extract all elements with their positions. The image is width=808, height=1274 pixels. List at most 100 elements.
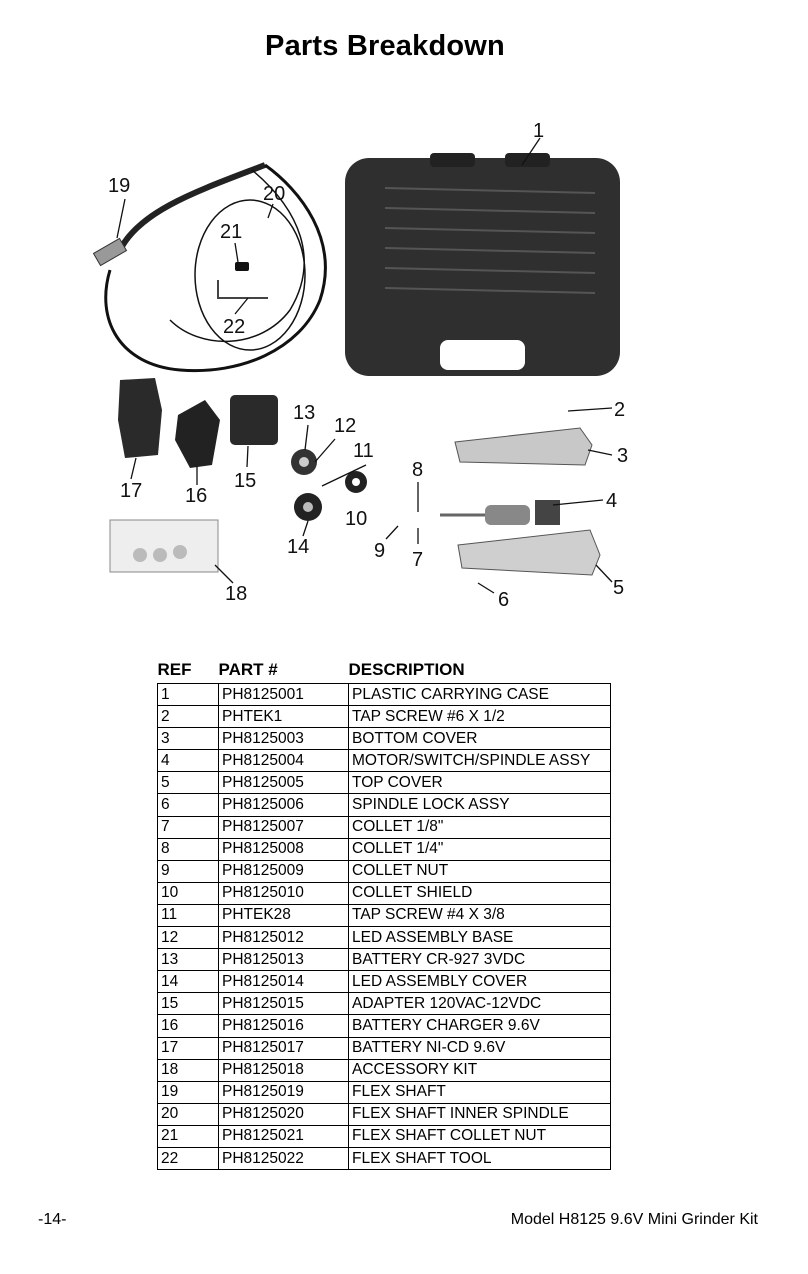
callout-15: 15 bbox=[234, 470, 256, 492]
ref-cell: 21 bbox=[157, 1124, 219, 1148]
description-cell: FLEX SHAFT bbox=[348, 1080, 611, 1104]
part-cell: PH8125007 bbox=[218, 815, 349, 839]
bottom-cover-illustration bbox=[454, 427, 593, 466]
ref-cell: 16 bbox=[157, 1014, 219, 1038]
battery-illustration bbox=[118, 378, 162, 458]
page-title: Parts Breakdown bbox=[265, 30, 505, 62]
callout-17: 17 bbox=[120, 480, 142, 502]
description-cell: COLLET SHIELD bbox=[348, 881, 611, 905]
description-cell: BOTTOM COVER bbox=[348, 727, 611, 751]
top-cover-illustration bbox=[457, 529, 601, 576]
callout-11: 11 bbox=[353, 440, 374, 462]
callout-19: 19 bbox=[108, 175, 130, 197]
part-cell: PH8125006 bbox=[218, 793, 349, 817]
callout-3: 3 bbox=[617, 445, 628, 467]
table-header-row: REF PART # DESCRIPTION bbox=[158, 658, 611, 684]
part-cell: PH8125009 bbox=[218, 859, 349, 883]
part-cell: PH8125015 bbox=[218, 992, 349, 1016]
part-cell: PHTEK1 bbox=[218, 705, 349, 729]
description-cell: COLLET 1/8" bbox=[348, 815, 611, 839]
header-description: DESCRIPTION bbox=[348, 660, 465, 679]
carrying-case-illustration bbox=[345, 153, 620, 376]
ref-cell: 20 bbox=[157, 1102, 219, 1126]
part-cell: PH8125001 bbox=[218, 682, 349, 707]
part-cell: PH8125022 bbox=[218, 1146, 349, 1171]
page-number: -14- bbox=[38, 1211, 67, 1228]
part-cell: PH8125020 bbox=[218, 1102, 349, 1126]
callout-14: 14 bbox=[287, 536, 309, 558]
ref-cell: 5 bbox=[157, 771, 219, 795]
callout-21: 21 bbox=[220, 221, 242, 243]
description-cell: TAP SCREW #6 X 1/2 bbox=[348, 705, 611, 729]
ref-cell: 11 bbox=[157, 903, 219, 928]
description-cell: ACCESSORY KIT bbox=[348, 1058, 611, 1082]
callout-10: 10 bbox=[345, 508, 367, 530]
callout-2: 2 bbox=[614, 399, 625, 421]
description-cell: BATTERY CHARGER 9.6V bbox=[348, 1014, 611, 1038]
footer-model: Model H8125 9.6V Mini Grinder Kit bbox=[510, 1211, 758, 1228]
part-cell: PH8125019 bbox=[218, 1080, 349, 1104]
ref-cell: 8 bbox=[157, 837, 219, 861]
description-cell: FLEX SHAFT TOOL bbox=[348, 1146, 611, 1171]
callout-16: 16 bbox=[185, 485, 207, 507]
ref-cell: 9 bbox=[157, 859, 219, 883]
callout-18: 18 bbox=[225, 583, 247, 605]
part-cell: PHTEK28 bbox=[218, 903, 349, 928]
description-cell: LED ASSEMBLY COVER bbox=[348, 970, 611, 994]
motor-illustration bbox=[440, 500, 560, 525]
callout-13: 13 bbox=[293, 402, 315, 424]
ref-cell: 7 bbox=[157, 815, 219, 839]
ref-cell: 13 bbox=[157, 948, 219, 972]
ref-cell: 12 bbox=[157, 926, 219, 950]
part-cell: PH8125012 bbox=[218, 926, 349, 950]
part-cell: PH8125018 bbox=[218, 1058, 349, 1082]
ref-cell: 3 bbox=[157, 727, 219, 751]
description-cell: BATTERY NI-CD 9.6V bbox=[348, 1036, 611, 1060]
parts-diagram: 1 2 3 4 5 6 7 8 9 10 11 12 13 14 15 16 1… bbox=[92, 120, 628, 611]
flex-shaft-illustration bbox=[92, 162, 327, 373]
description-cell: COLLET NUT bbox=[348, 859, 611, 883]
ref-cell: 6 bbox=[157, 793, 219, 817]
ref-cell: 22 bbox=[157, 1146, 219, 1171]
ref-cell: 1 bbox=[157, 682, 219, 707]
ref-cell: 18 bbox=[157, 1058, 219, 1082]
header-part: PART # bbox=[218, 660, 278, 679]
ref-cell: 4 bbox=[157, 749, 219, 773]
description-cell: PLASTIC CARRYING CASE bbox=[348, 682, 611, 707]
ref-cell: 19 bbox=[157, 1080, 219, 1104]
part-cell: PH8125013 bbox=[218, 948, 349, 972]
callout-7: 7 bbox=[412, 549, 423, 571]
part-cell: PH8125016 bbox=[218, 1014, 349, 1038]
description-cell: TAP SCREW #4 X 3/8 bbox=[348, 903, 611, 928]
description-cell: MOTOR/SWITCH/SPINDLE ASSY bbox=[348, 749, 611, 773]
callout-4: 4 bbox=[606, 490, 617, 512]
part-cell: PH8125021 bbox=[218, 1124, 349, 1148]
ref-cell: 15 bbox=[157, 992, 219, 1016]
part-cell: PH8125005 bbox=[218, 771, 349, 795]
callout-8: 8 bbox=[412, 459, 423, 481]
description-cell: FLEX SHAFT INNER SPINDLE bbox=[348, 1102, 611, 1126]
part-cell: PH8125014 bbox=[218, 970, 349, 994]
ref-cell: 14 bbox=[157, 970, 219, 994]
adapter-illustration bbox=[230, 395, 278, 445]
callout-9: 9 bbox=[374, 540, 385, 562]
description-cell: FLEX SHAFT COLLET NUT bbox=[348, 1124, 611, 1148]
description-cell: LED ASSEMBLY BASE bbox=[348, 926, 611, 950]
